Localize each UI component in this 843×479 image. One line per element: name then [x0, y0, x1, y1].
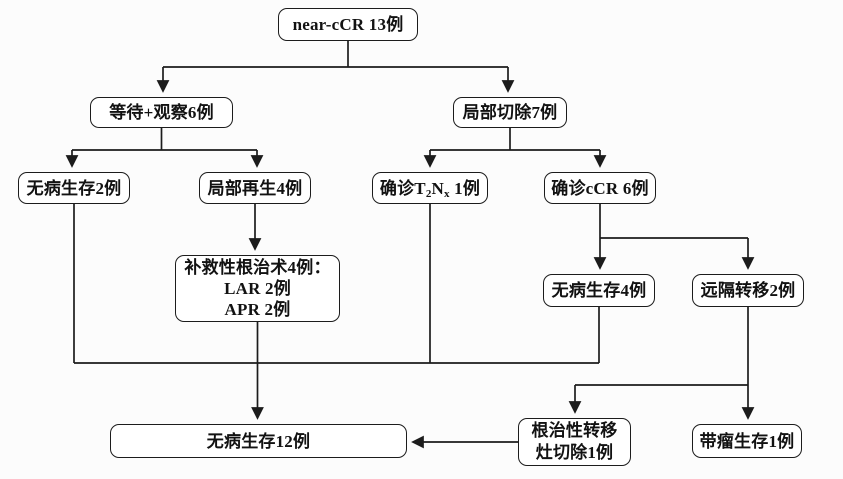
node-salvage-line1: 补救性根治术4例： [184, 258, 331, 277]
node-distant-mets-label: 远隔转移2例 [700, 281, 796, 300]
node-dfs12-label: 无病生存12例 [206, 431, 311, 451]
node-near-ccr-label: near-cCR 13例 [292, 15, 404, 34]
node-dfs12: 无病生存12例 [110, 424, 407, 458]
node-local-excision: 局部切除7例 [453, 97, 567, 128]
node-ccr6-label: 确诊cCR 6例 [551, 178, 649, 198]
node-local-excision-label: 局部切除7例 [462, 103, 558, 122]
node-dfs2: 无病生存2例 [18, 172, 130, 204]
node-regrowth: 局部再生4例 [199, 172, 311, 204]
node-tumor-bearing-label: 带瘤生存1例 [699, 431, 795, 451]
node-dfs4-label: 无病生存4例 [551, 281, 647, 300]
node-regrowth-label: 局部再生4例 [207, 178, 303, 198]
node-radical-met-line1: 根治性转移 [531, 421, 618, 440]
node-distant-mets: 远隔转移2例 [692, 274, 804, 307]
node-tumor-bearing: 带瘤生存1例 [692, 424, 802, 458]
node-t2nx-label: 确诊T2Nx 1例 [379, 178, 481, 200]
node-dfs4: 无病生存4例 [543, 274, 655, 307]
node-salvage-line3: APR 2例 [224, 300, 291, 319]
node-watch-wait-label: 等待+观察6例 [109, 103, 214, 122]
node-near-ccr: near-cCR 13例 [278, 8, 418, 41]
node-watch-wait: 等待+观察6例 [90, 97, 233, 128]
node-dfs2-label: 无病生存2例 [26, 178, 122, 198]
node-salvage-surgery: 补救性根治术4例： LAR 2例 APR 2例 [175, 255, 340, 322]
node-t2nx: 确诊T2Nx 1例 [372, 172, 488, 204]
node-radical-met-line2: 灶切除1例 [535, 443, 614, 462]
node-radical-met-resection: 根治性转移 灶切除1例 [518, 418, 631, 466]
node-salvage-line2: LAR 2例 [224, 279, 291, 298]
node-ccr6: 确诊cCR 6例 [544, 172, 656, 204]
